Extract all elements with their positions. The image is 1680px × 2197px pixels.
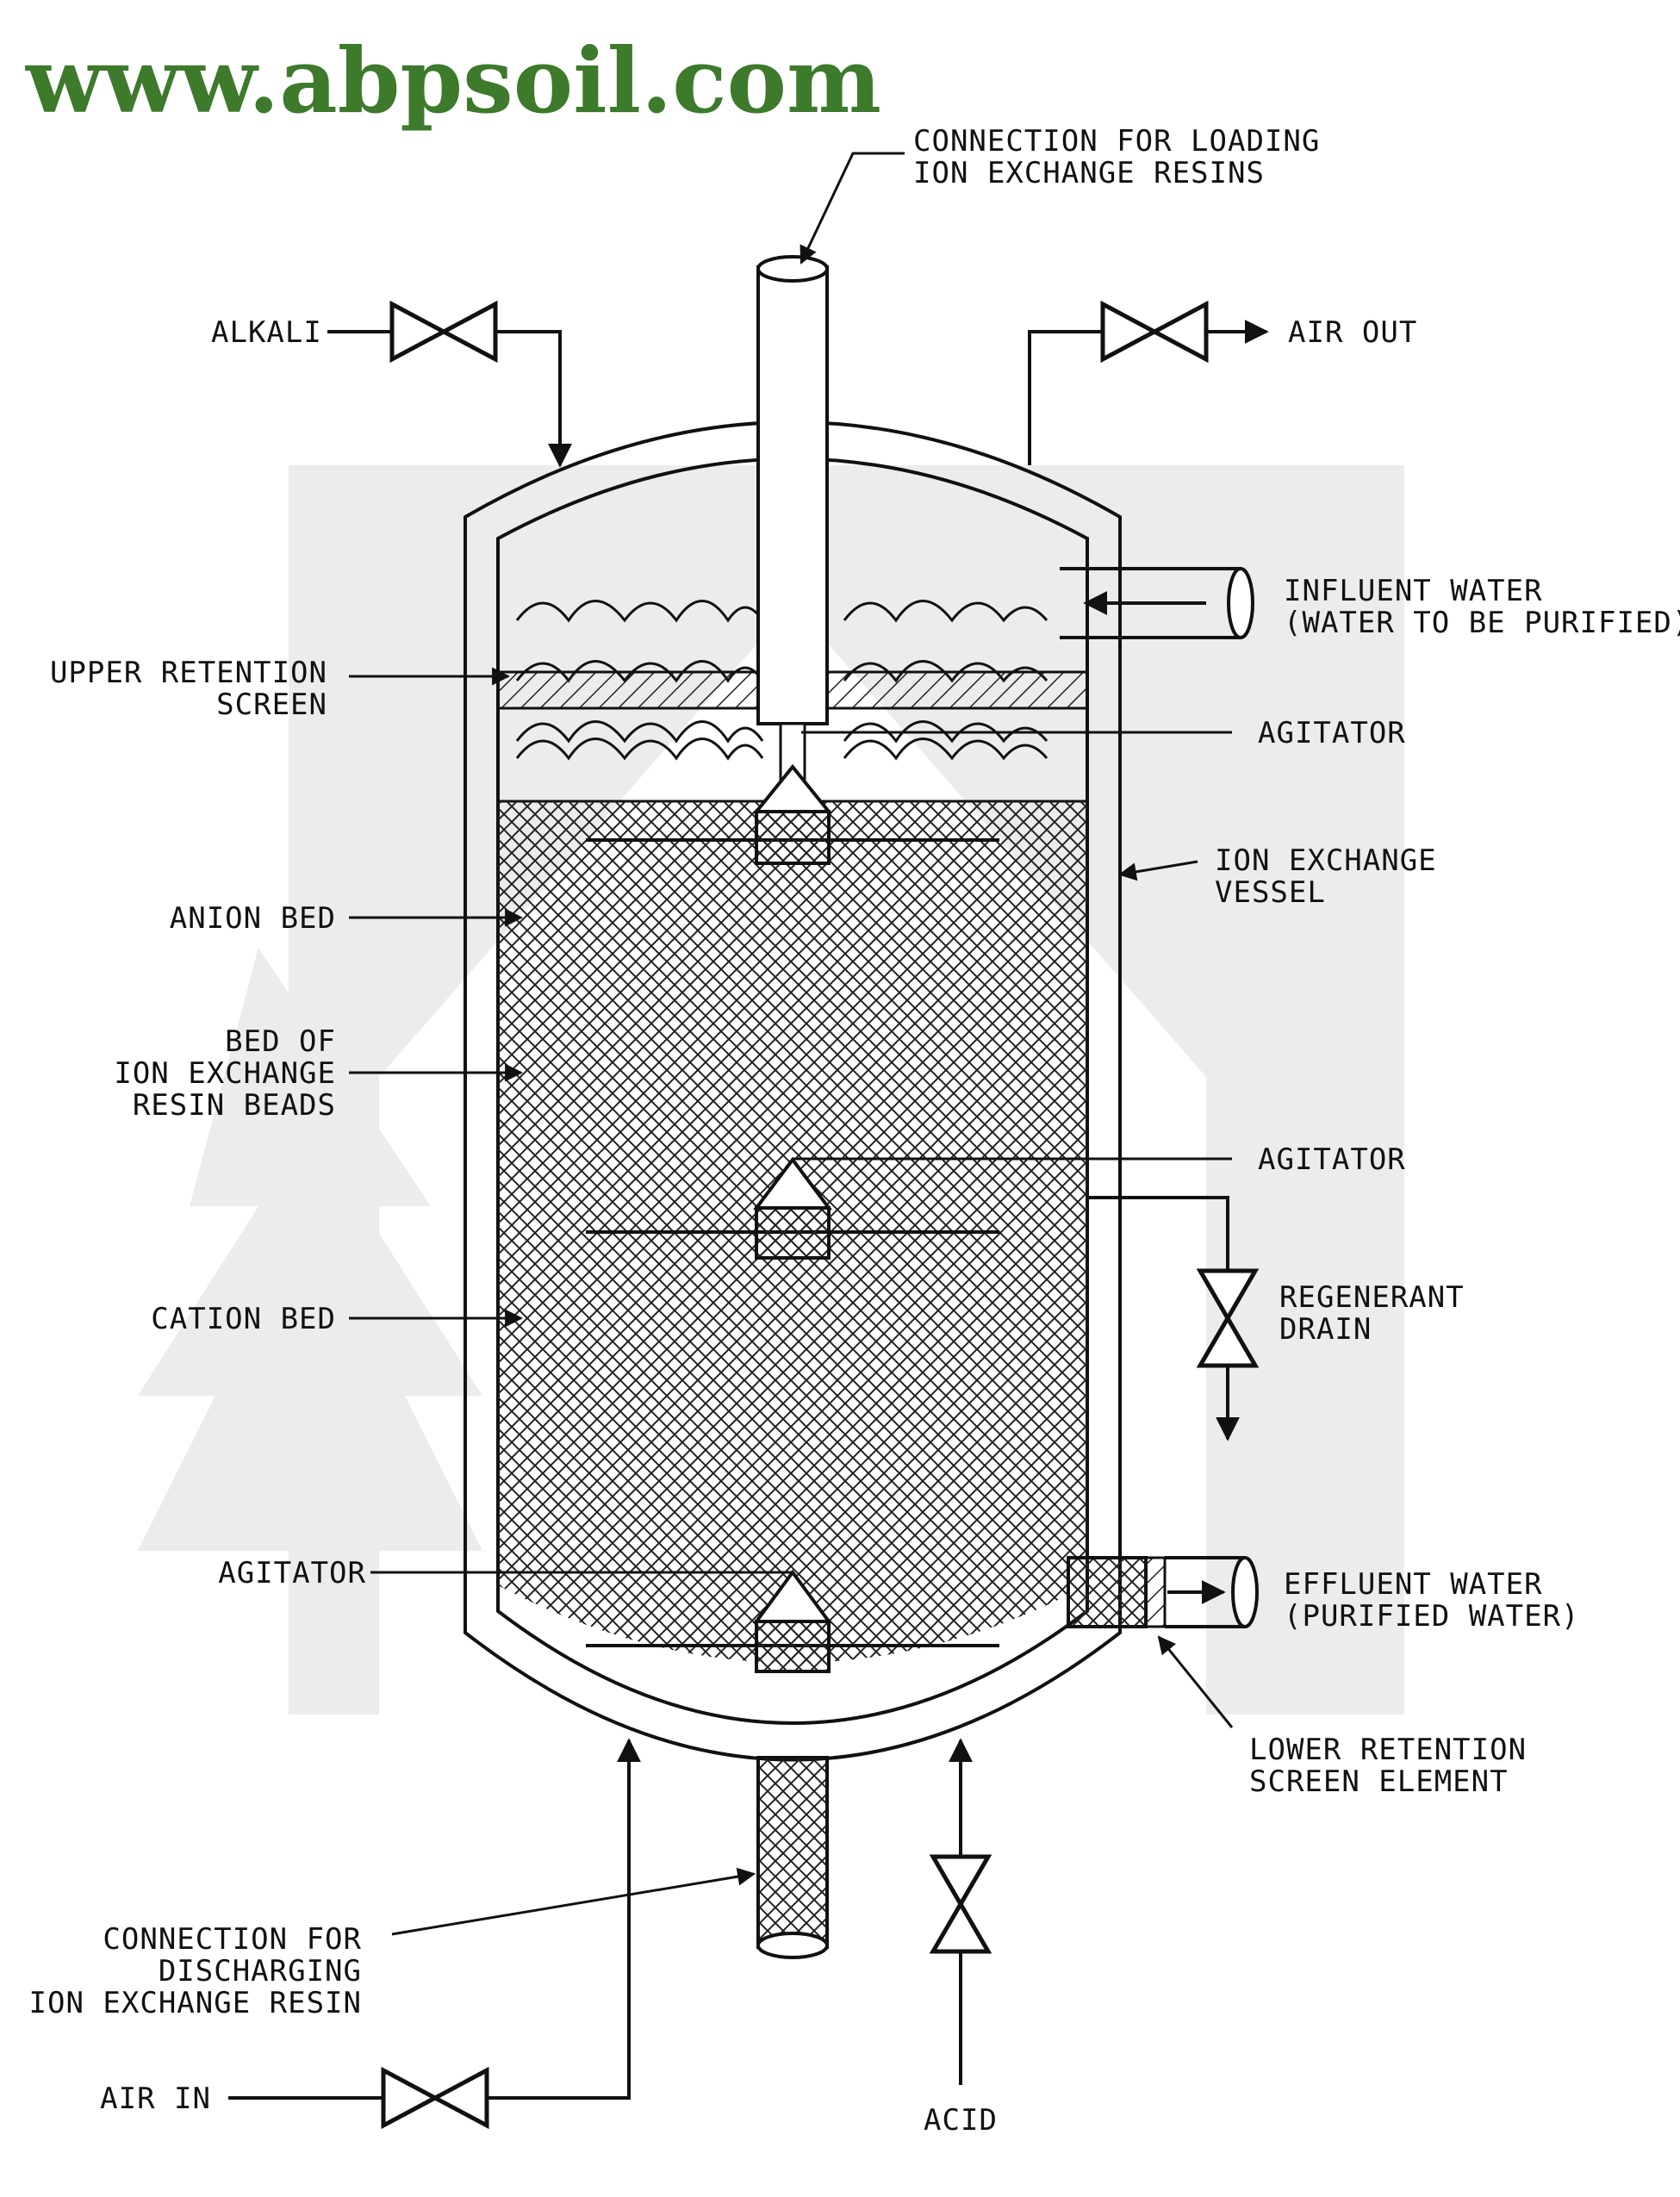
- label-agitator-mid: AGITATOR: [1258, 1142, 1406, 1177]
- acid-valve: [929, 1738, 992, 2085]
- air-out-valve: [1028, 300, 1269, 465]
- loading-pipe: [756, 255, 829, 725]
- label-acid: ACID: [924, 2103, 998, 2138]
- label-upper-screen-2: SCREEN: [216, 688, 327, 722]
- label-cation-bed: CATION BED: [151, 1302, 336, 1336]
- label-discharge-connection-2: DISCHARGING: [159, 1954, 362, 1989]
- agitator-middle: [586, 1156, 999, 1260]
- label-discharge-connection-1: CONNECTION FOR: [103, 1922, 362, 1957]
- discharge-pipe: [756, 1756, 829, 1959]
- label-upper-screen-1: UPPER RETENTION: [50, 656, 327, 690]
- alkali-valve: [327, 300, 572, 468]
- labels: CONNECTION FOR LOADING ION EXCHANGE RESI…: [29, 124, 1680, 2138]
- label-influent-1: INFLUENT WATER: [1284, 574, 1543, 608]
- air-in-valve: [228, 1738, 641, 2130]
- label-resin-bed-3: RESIN BEADS: [133, 1088, 336, 1123]
- effluent-pipe: [1067, 1556, 1259, 1628]
- label-effluent-1: EFFLUENT WATER: [1284, 1567, 1543, 1602]
- label-loading-connection-2: ION EXCHANGE RESINS: [913, 156, 1265, 190]
- label-influent-2: (WATER TO BE PURIFIED): [1284, 606, 1680, 640]
- label-vessel-1: ION EXCHANGE: [1215, 843, 1437, 878]
- agitator-bottom: [586, 1569, 999, 1673]
- label-loading-connection-1: CONNECTION FOR LOADING: [913, 124, 1320, 159]
- label-resin-bed-2: ION EXCHANGE: [114, 1056, 336, 1091]
- background-logo: [138, 465, 1404, 1715]
- label-lower-screen-1: LOWER RETENTION: [1249, 1733, 1527, 1767]
- ion-exchange-vessel-outer: [464, 420, 1122, 1762]
- label-discharge-connection-3: ION EXCHANGE RESIN: [29, 1986, 362, 2020]
- influent-pipe: [1060, 567, 1254, 639]
- label-effluent-2: (PURIFIED WATER): [1284, 1599, 1580, 1634]
- label-air-in: AIR IN: [100, 2082, 211, 2116]
- watermark-text: www.abpsoil.com: [25, 28, 881, 134]
- label-lower-screen-2: SCREEN ELEMENT: [1249, 1764, 1509, 1799]
- agitator-top: [586, 763, 999, 865]
- label-agitator-bottom: AGITATOR: [218, 1556, 366, 1590]
- label-agitator-top: AGITATOR: [1258, 716, 1406, 750]
- label-vessel-2: VESSEL: [1215, 875, 1326, 910]
- regenerant-drain-valve: [1087, 1196, 1260, 1441]
- label-regenerant-drain-2: DRAIN: [1279, 1312, 1372, 1347]
- label-anion-bed: ANION BED: [170, 901, 336, 936]
- leader-lines: [349, 152, 1234, 1936]
- label-air-out: AIR OUT: [1288, 315, 1417, 350]
- middle-resin-beads: [515, 738, 1048, 761]
- label-regenerant-drain-1: REGENERANT: [1279, 1280, 1465, 1315]
- label-alkali: ALKALI: [211, 315, 322, 350]
- label-resin-bed-1: BED OF: [225, 1024, 336, 1059]
